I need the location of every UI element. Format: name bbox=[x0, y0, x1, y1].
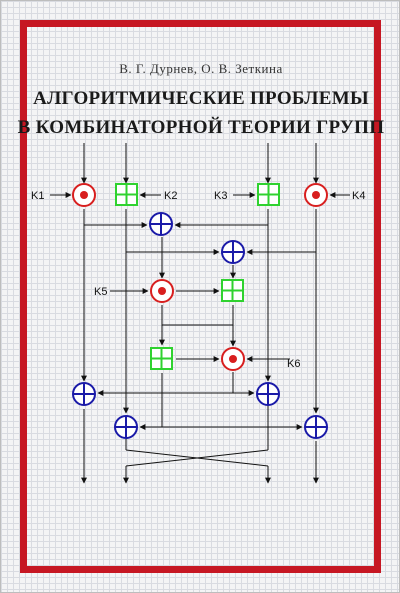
cover-frame bbox=[20, 20, 381, 573]
add-node bbox=[257, 183, 280, 206]
xor-node bbox=[114, 415, 138, 439]
multiply-node bbox=[72, 183, 96, 207]
authors: В. Г. Дурнев, О. В. Зеткина bbox=[119, 61, 283, 76]
add-node bbox=[221, 279, 244, 302]
key-label-k2: K2 bbox=[164, 190, 177, 202]
xor-node bbox=[221, 240, 245, 264]
xor-node bbox=[256, 382, 280, 406]
multiply-node bbox=[304, 183, 328, 207]
key-label-k5: K5 bbox=[94, 286, 107, 298]
key-label-k3: K3 bbox=[214, 190, 227, 202]
key-label-k4: K4 bbox=[352, 190, 365, 202]
title-line-2: В КОМБИНАТОРНОЙ ТЕОРИИ ГРУПП bbox=[17, 117, 385, 138]
add-node bbox=[150, 347, 173, 370]
title-line-1: АЛГОРИТМИЧЕСКИЕ ПРОБЛЕМЫ bbox=[33, 88, 369, 109]
xor-node bbox=[304, 415, 328, 439]
xor-node bbox=[149, 212, 173, 236]
key-label-k6: K6 bbox=[287, 358, 300, 370]
add-node bbox=[115, 183, 138, 206]
key-label-k1: K1 bbox=[31, 190, 44, 202]
multiply-node bbox=[150, 279, 174, 303]
xor-node bbox=[72, 382, 96, 406]
multiply-node bbox=[221, 347, 245, 371]
